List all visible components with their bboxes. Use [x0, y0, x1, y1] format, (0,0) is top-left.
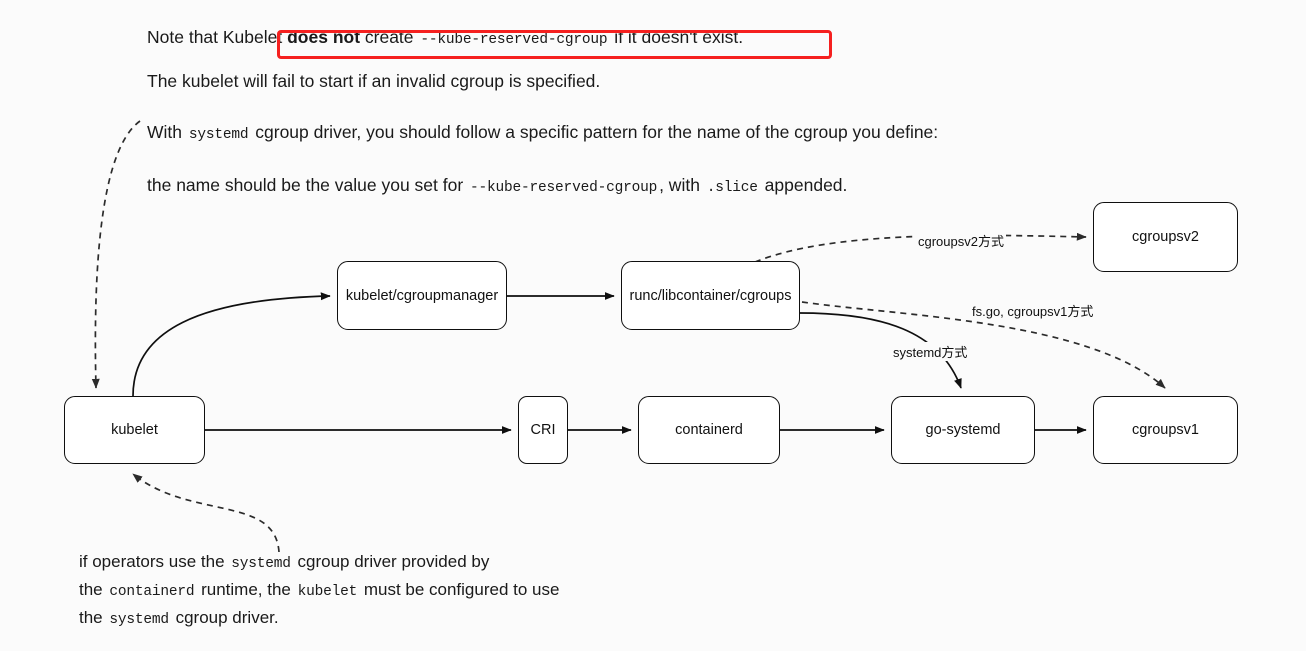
prose-line-1: Note that Kubelet does not create --kube…	[147, 22, 1197, 55]
edge-label-fsgo-cgroupsv1-way: fs.go, cgroupsv1方式	[970, 301, 1096, 320]
node-containerd[interactable]: containerd	[638, 396, 780, 464]
node-cgroupsv1[interactable]: cgroupsv1	[1093, 396, 1238, 464]
node-kubelet[interactable]: kubelet	[64, 396, 205, 464]
caption-line-3-seg2: cgroup driver.	[170, 608, 279, 627]
caption-line-2-seg3: must be configured to use	[359, 580, 560, 599]
node-kubelet-cgroupmanager[interactable]: kubelet/cgroupmanager	[337, 261, 507, 330]
caption-line-2: the containerd runtime, the kubelet must…	[79, 577, 759, 605]
prose-line-1-strong: does not	[287, 27, 361, 47]
callout-caption-to-kubelet	[132, 473, 280, 553]
caption-block: if operators use the systemd cgroup driv…	[79, 549, 759, 633]
node-cgroupsv2[interactable]: cgroupsv2	[1093, 202, 1238, 272]
caption-line-1-code: systemd	[231, 556, 291, 572]
prose-line-1-code: --kube-reserved-cgroup	[420, 32, 608, 48]
prose-line-1-seg3: if it doesn't exist.	[609, 27, 744, 47]
node-runc-libcontainer-cgroups[interactable]: runc/libcontainer/cgroups	[621, 261, 800, 330]
prose-line-3-seg2: cgroup driver, you should follow a speci…	[250, 122, 939, 142]
prose-line-4-seg2: , with	[659, 175, 705, 195]
edge-kubelet-to-cgroupmanager	[132, 292, 331, 397]
edge-label-cgroupsv2-way: cgroupsv2方式	[916, 231, 1006, 250]
node-go-systemd[interactable]: go-systemd	[891, 396, 1035, 464]
edge-label-systemd-way: systemd方式	[891, 342, 970, 361]
caption-line-1-seg1: if operators use the	[79, 552, 230, 571]
caption-line-2-seg1: the	[79, 580, 108, 599]
caption-line-3-seg1: the	[79, 608, 108, 627]
prose-line-4-seg3: appended.	[759, 175, 848, 195]
node-cri[interactable]: CRI	[518, 396, 568, 464]
prose-line-4-code-1: --kube-reserved-cgroup	[470, 180, 658, 196]
prose-line-3: With systemd cgroup driver, you should f…	[147, 117, 1197, 150]
prose-line-1-seg1: Note that Kubelet	[147, 27, 288, 47]
prose-line-4: the name should be the value you set for…	[147, 170, 1197, 203]
callout-prose-to-kubelet	[91, 120, 141, 389]
caption-line-1-seg2: cgroup driver provided by	[292, 552, 490, 571]
caption-line-2-seg2: runtime, the	[196, 580, 296, 599]
prose-line-3-seg1: With	[147, 122, 187, 142]
caption-line-1: if operators use the systemd cgroup driv…	[79, 549, 759, 577]
prose-block: Note that Kubelet does not create --kube…	[147, 22, 1197, 203]
caption-line-3-code: systemd	[109, 612, 169, 628]
prose-line-2: The kubelet will fail to start if an inv…	[147, 71, 601, 91]
prose-line-4-seg1: the name should be the value you set for	[147, 175, 469, 195]
prose-line-1-seg2: create	[360, 27, 419, 47]
prose-line-4-code-2: .slice	[706, 180, 758, 196]
caption-line-2-code-2: kubelet	[297, 584, 358, 600]
caption-line-3: the systemd cgroup driver.	[79, 605, 759, 633]
caption-line-2-code-1: containerd	[109, 584, 195, 600]
prose-line-3-code: systemd	[188, 127, 249, 143]
